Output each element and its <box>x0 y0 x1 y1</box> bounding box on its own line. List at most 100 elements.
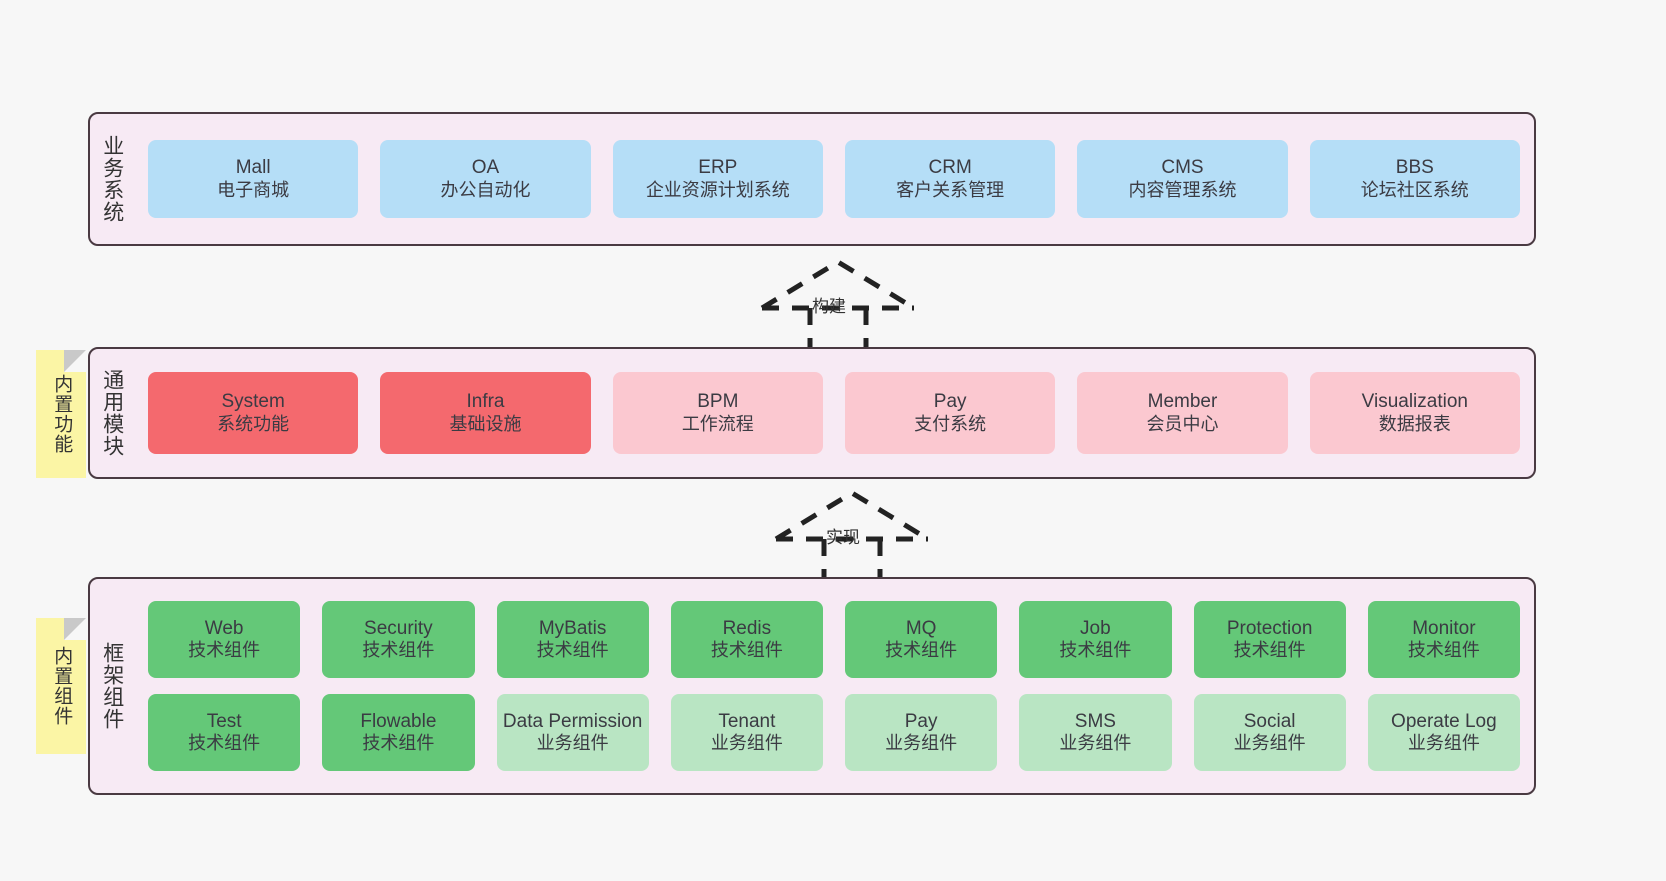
layer-framework-body: Web 技术组件 Security 技术组件 MyBatis 技术组件 Redi… <box>134 579 1534 793</box>
node-pay-component-title: Pay <box>904 710 938 732</box>
node-redis-title: Redis <box>722 617 772 639</box>
node-sms-subtitle: 业务组件 <box>1059 733 1132 754</box>
node-cms-subtitle: 内容管理系统 <box>1128 179 1237 200</box>
node-web[interactable]: Web 技术组件 <box>148 601 301 678</box>
node-job-title: Job <box>1080 617 1111 639</box>
connector-build-label: 构建 <box>812 297 846 316</box>
node-tenant[interactable]: Tenant 业务组件 <box>670 694 823 771</box>
node-cms[interactable]: CMS 内容管理系统 <box>1077 140 1288 218</box>
node-operate-log[interactable]: Operate Log 业务组件 <box>1367 694 1520 771</box>
node-mall[interactable]: Mall 电子商城 <box>148 140 359 218</box>
node-sms[interactable]: SMS 业务组件 <box>1019 694 1172 771</box>
modules-node-row: System 系统功能 Infra 基础设施 BPM 工作流程 Pay 支付系统… <box>148 372 1520 454</box>
node-operate-log-title: Operate Log <box>1391 710 1497 732</box>
node-erp-subtitle: 企业资源计划系统 <box>645 179 790 200</box>
node-social-subtitle: 业务组件 <box>1233 733 1306 754</box>
sticky-note-builtin-functions-label: 内置功能 <box>51 374 73 454</box>
generalization-arrow-icon <box>760 259 916 350</box>
layer-business-body: Mall 电子商城 OA 办公自动化 ERP 企业资源计划系统 CRM 客户关系… <box>134 114 1534 244</box>
node-job-subtitle: 技术组件 <box>1059 640 1132 661</box>
node-social-title: Social <box>1243 710 1296 732</box>
layer-business-label: 业务系统 <box>100 135 124 223</box>
node-bpm[interactable]: BPM 工作流程 <box>612 372 823 454</box>
node-bpm-subtitle: 工作流程 <box>681 413 754 434</box>
node-security-subtitle: 技术组件 <box>362 640 435 661</box>
node-pay-module-subtitle: 支付系统 <box>914 413 987 434</box>
node-pay-component[interactable]: Pay 业务组件 <box>845 694 998 771</box>
node-mq-title: MQ <box>905 617 937 639</box>
layer-framework-label: 框架组件 <box>100 642 124 730</box>
node-social[interactable]: Social 业务组件 <box>1193 694 1346 771</box>
node-infra[interactable]: Infra 基础设施 <box>380 372 591 454</box>
framework-node-row-2: Test 技术组件 Flowable 技术组件 Data Permission … <box>148 694 1520 771</box>
node-mybatis[interactable]: MyBatis 技术组件 <box>496 601 649 678</box>
node-system[interactable]: System 系统功能 <box>148 372 359 454</box>
node-mybatis-subtitle: 技术组件 <box>536 640 609 661</box>
sticky-note-builtin-components-label: 内置组件 <box>51 646 73 726</box>
node-redis-subtitle: 技术组件 <box>710 640 783 661</box>
node-security[interactable]: Security 技术组件 <box>322 601 475 678</box>
sticky-note-builtin-components[interactable]: 内置组件 <box>36 618 86 754</box>
node-visualization[interactable]: Visualization 数据报表 <box>1309 372 1520 454</box>
node-cms-title: CMS <box>1161 157 1204 179</box>
node-crm[interactable]: CRM 客户关系管理 <box>844 140 1056 218</box>
node-bbs[interactable]: BBS 论坛社区系统 <box>1309 140 1520 218</box>
node-flowable-title: Flowable <box>360 710 437 732</box>
node-mq-subtitle: 技术组件 <box>885 640 958 661</box>
connector-implement-label: 实现 <box>826 528 860 547</box>
node-protection-title: Protection <box>1226 617 1313 639</box>
node-system-title: System <box>221 391 285 413</box>
node-test[interactable]: Test 技术组件 <box>148 694 301 771</box>
layer-modules-body: System 系统功能 Infra 基础设施 BPM 工作流程 Pay 支付系统… <box>134 349 1534 477</box>
node-bbs-title: BBS <box>1395 157 1434 179</box>
node-system-subtitle: 系统功能 <box>217 413 290 434</box>
node-monitor[interactable]: Monitor 技术组件 <box>1367 601 1520 678</box>
node-test-title: Test <box>206 710 242 732</box>
node-sms-title: SMS <box>1074 710 1116 732</box>
node-flowable[interactable]: Flowable 技术组件 <box>322 694 475 771</box>
node-erp-title: ERP <box>698 157 738 179</box>
node-monitor-title: Monitor <box>1412 617 1476 639</box>
node-data-permission[interactable]: Data Permission 业务组件 <box>496 694 649 771</box>
node-pay-module[interactable]: Pay 支付系统 <box>844 372 1056 454</box>
node-pay-component-subtitle: 业务组件 <box>885 733 958 754</box>
node-visualization-title: Visualization <box>1361 391 1468 413</box>
node-member-title: Member <box>1147 391 1218 413</box>
node-protection[interactable]: Protection 技术组件 <box>1193 601 1346 678</box>
node-pay-module-title: Pay <box>933 391 967 413</box>
node-web-title: Web <box>204 617 244 639</box>
node-oa[interactable]: OA 办公自动化 <box>380 140 591 218</box>
node-data-permission-subtitle: 业务组件 <box>536 733 609 754</box>
node-infra-subtitle: 基础设施 <box>449 413 522 434</box>
node-crm-title: CRM <box>928 157 972 179</box>
node-job[interactable]: Job 技术组件 <box>1019 601 1172 678</box>
node-mybatis-title: MyBatis <box>538 617 607 639</box>
node-erp[interactable]: ERP 企业资源计划系统 <box>612 140 823 218</box>
generalization-arrow-icon <box>774 490 930 581</box>
node-security-title: Security <box>364 617 433 639</box>
layer-framework-components: 框架组件 Web 技术组件 Security 技术组件 MyBatis 技术组件… <box>88 577 1536 795</box>
sticky-note-builtin-functions[interactable]: 内置功能 <box>36 350 86 478</box>
connector-implement: 实现 <box>762 487 942 581</box>
layer-business-systems: 业务系统 Mall 电子商城 OA 办公自动化 ERP 企业资源计划系统 CRM… <box>88 112 1536 246</box>
node-mq[interactable]: MQ 技术组件 <box>845 601 998 678</box>
node-mall-title: Mall <box>235 157 271 179</box>
node-flowable-subtitle: 技术组件 <box>362 733 435 754</box>
node-operate-log-subtitle: 业务组件 <box>1407 733 1480 754</box>
node-redis[interactable]: Redis 技术组件 <box>670 601 823 678</box>
business-node-row: Mall 电子商城 OA 办公自动化 ERP 企业资源计划系统 CRM 客户关系… <box>148 140 1520 218</box>
node-member[interactable]: Member 会员中心 <box>1077 372 1288 454</box>
node-oa-subtitle: 办公自动化 <box>440 179 531 200</box>
node-bbs-subtitle: 论坛社区系统 <box>1360 179 1469 200</box>
connector-build: 构建 <box>748 256 928 350</box>
node-protection-subtitle: 技术组件 <box>1233 640 1306 661</box>
node-visualization-subtitle: 数据报表 <box>1378 413 1451 434</box>
node-web-subtitle: 技术组件 <box>188 640 261 661</box>
node-monitor-subtitle: 技术组件 <box>1407 640 1480 661</box>
node-test-subtitle: 技术组件 <box>188 733 261 754</box>
node-member-subtitle: 会员中心 <box>1146 413 1219 434</box>
layer-common-modules: 通用模块 System 系统功能 Infra 基础设施 BPM 工作流程 Pay… <box>88 347 1536 479</box>
node-infra-title: Infra <box>466 391 505 413</box>
node-tenant-title: Tenant <box>718 710 776 732</box>
